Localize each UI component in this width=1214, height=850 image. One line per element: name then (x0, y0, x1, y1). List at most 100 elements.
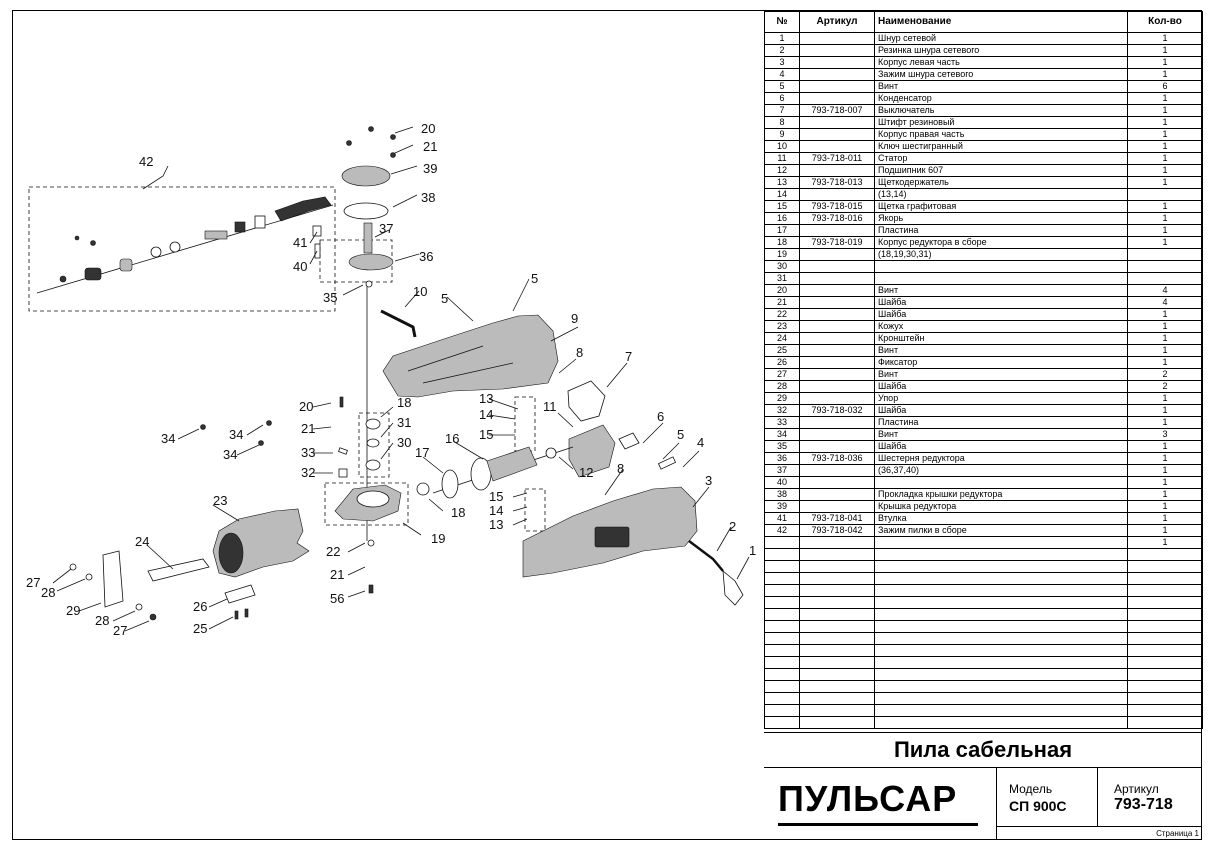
empty-row (764, 632, 1203, 645)
row-qty: 1 (1127, 92, 1203, 105)
row-num: 1 (764, 32, 800, 45)
row-name: Выключатель (874, 104, 1128, 117)
empty-row (764, 716, 1203, 729)
svg-text:28: 28 (41, 585, 55, 600)
clamp-nut-icon (84, 267, 102, 281)
table-row: 19(18,19,30,31) (764, 248, 1203, 261)
empty-cell (1127, 548, 1203, 561)
row-qty: 1 (1127, 488, 1203, 501)
bracket-icon (147, 558, 210, 582)
row-name: Якорь (874, 212, 1128, 225)
row-qty: 4 (1127, 296, 1203, 309)
page-number: Страница 1 (997, 827, 1202, 840)
row-num: 27 (764, 368, 800, 381)
gearbox-cover-icon (341, 165, 391, 187)
svg-text:8: 8 (617, 461, 624, 476)
row-name (874, 272, 1128, 285)
row-name: Упор (874, 392, 1128, 405)
svg-text:34: 34 (161, 431, 175, 446)
row-article (799, 272, 875, 285)
row-name: Винт (874, 368, 1128, 381)
empty-cell (764, 596, 800, 609)
empty-row (764, 560, 1203, 573)
empty-cell (1127, 692, 1203, 705)
row-qty: 3 (1127, 428, 1203, 441)
row-article (799, 80, 875, 93)
row-num: 10 (764, 140, 800, 153)
row-article (799, 488, 875, 501)
empty-cell (1127, 572, 1203, 585)
row-article (799, 188, 875, 201)
row-qty: 1 (1127, 344, 1203, 357)
row-qty: 1 (1127, 140, 1203, 153)
row-qty: 1 (1127, 128, 1203, 141)
row-qty: 1 (1127, 152, 1203, 165)
pin-icon (74, 235, 80, 241)
empty-cell (1127, 620, 1203, 633)
empty-cell (874, 572, 1128, 585)
row-num: 39 (764, 500, 800, 513)
svg-text:19: 19 (431, 531, 445, 546)
empty-cell (764, 620, 800, 633)
boot-opening-icon (218, 532, 244, 574)
row-num: 9 (764, 128, 800, 141)
empty-cell (799, 692, 875, 705)
clamp-ring-icon (150, 246, 162, 258)
cord-icon (688, 540, 724, 572)
svg-text:14: 14 (489, 503, 503, 518)
gear-shaft-icon (363, 222, 373, 254)
svg-text:29: 29 (66, 603, 80, 618)
empty-cell (764, 656, 800, 669)
row-article (799, 476, 875, 489)
row-qty: 4 (1127, 284, 1203, 297)
row-qty: 1 (1127, 56, 1203, 69)
row-qty: 1 (1127, 404, 1203, 417)
empty-row (764, 656, 1203, 669)
row-article: 793-718-015 (799, 200, 875, 213)
row-name: Винт (874, 344, 1128, 357)
row-name: Шайба (874, 308, 1128, 321)
row-qty: 2 (1127, 380, 1203, 393)
row-num: 21 (764, 296, 800, 309)
row-name: Прокладка крышки редуктора (874, 488, 1128, 501)
bearing-12-icon (545, 447, 557, 459)
empty-cell (1127, 608, 1203, 621)
capacitor-icon (618, 432, 640, 450)
row-num: 33 (764, 416, 800, 429)
row-num: 38 (764, 488, 800, 501)
row-num: 25 (764, 344, 800, 357)
row-qty: 1 (1127, 320, 1203, 333)
row-article (799, 392, 875, 405)
row-qty: 1 (1127, 332, 1203, 345)
empty-cell (799, 560, 875, 573)
svg-text:5: 5 (531, 271, 538, 286)
empty-cell (1127, 704, 1203, 717)
empty-cell (799, 620, 875, 633)
row-qty: 1 (1127, 512, 1203, 525)
row-qty: 1 (1127, 476, 1203, 489)
row-qty: 1 (1127, 116, 1203, 129)
row-article (799, 164, 875, 177)
row-name: Втулка (874, 512, 1128, 525)
parts-table-header: № Артикул Наименование Кол-во (764, 11, 1203, 33)
svg-text:36: 36 (419, 249, 433, 264)
row-qty: 1 (1127, 44, 1203, 57)
row-article: 793-718-041 (799, 512, 875, 525)
row-num: 30 (764, 260, 800, 273)
svg-text:35: 35 (323, 290, 337, 305)
empty-cell (1127, 596, 1203, 609)
housing-right-icon (382, 314, 559, 398)
row-num: 35 (764, 440, 800, 453)
empty-row (764, 572, 1203, 585)
row-name (874, 476, 1128, 489)
row-qty: 1 (1127, 536, 1203, 549)
plate-17-icon (441, 469, 459, 499)
